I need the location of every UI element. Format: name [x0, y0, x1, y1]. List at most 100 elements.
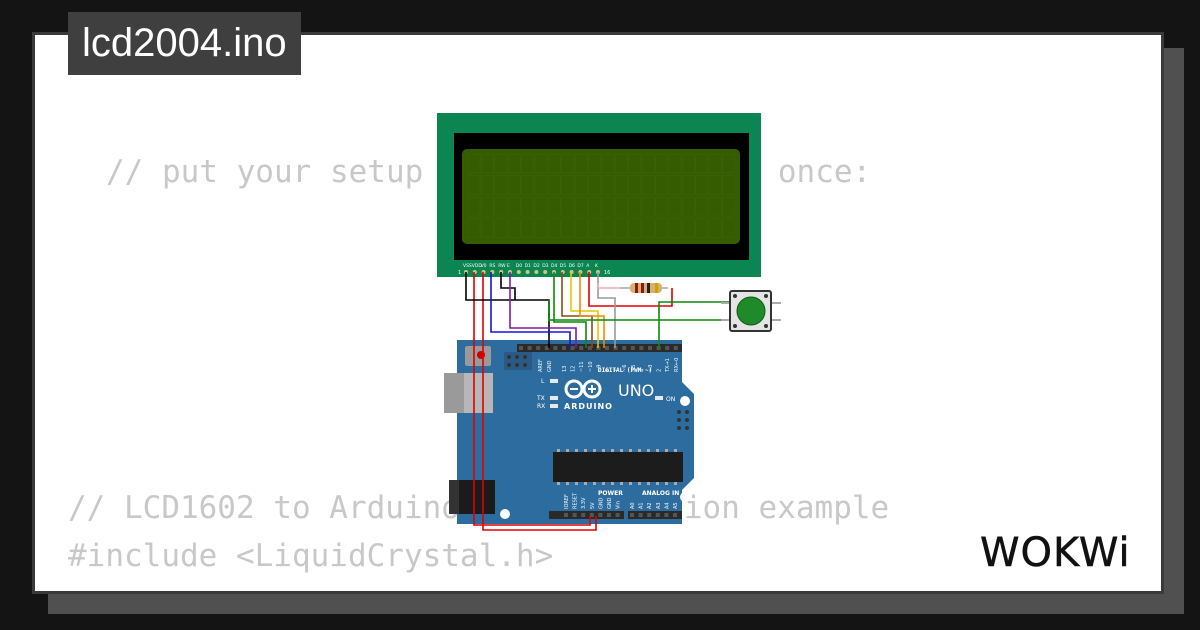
wokwi-logo-text: WOKWi	[980, 530, 1131, 572]
chip-pin	[611, 482, 614, 485]
analog-pin-label: A4	[664, 502, 670, 509]
lcd-pin-label: D7	[577, 263, 583, 269]
lcd-char-cell	[467, 218, 481, 238]
wire-rw	[500, 272, 516, 300]
chip-pin	[566, 449, 569, 452]
lcd-char-cell	[561, 175, 575, 195]
lcd-char-cell	[695, 196, 709, 217]
lcd-pin-label: V0	[481, 263, 487, 269]
chip-pin	[665, 482, 668, 485]
lcd-char-cell	[574, 218, 588, 238]
lcd-char-cell	[695, 175, 709, 195]
wire-d4	[553, 272, 587, 348]
lcd-char-cell	[588, 218, 601, 238]
lcd-char-cell	[548, 153, 561, 174]
lcd-char-cell	[668, 196, 682, 217]
digital-pin-label: ~10	[588, 361, 594, 372]
lcd-char-cell	[628, 196, 642, 217]
lcd-char-cell	[655, 153, 668, 174]
digital-pin-hole	[639, 346, 644, 350]
lcd-char-cell	[574, 175, 588, 195]
power-pin-label: IOREF	[564, 494, 570, 509]
lcd-char-cell	[722, 153, 735, 174]
mount-hole	[500, 509, 510, 519]
power-pin-label: RESET	[573, 492, 579, 509]
icsp2-header	[677, 410, 689, 430]
lcd-char-cell	[574, 196, 588, 217]
lcd-char-cell	[615, 175, 628, 195]
digital-pin-label: 2	[657, 369, 663, 372]
resistor[interactable]	[620, 283, 668, 293]
lcd-pin-label: VSS	[463, 263, 472, 269]
project-title: lcd2004.ino	[68, 12, 301, 75]
pushbutton[interactable]	[721, 290, 781, 332]
digital-pin-hole	[648, 346, 652, 350]
tx-label: TX	[536, 395, 545, 402]
lcd-pin-label: A	[586, 263, 590, 269]
chip-pin	[665, 449, 668, 452]
wires	[465, 272, 731, 531]
digital-pin-hole	[630, 346, 635, 350]
lcd-char-cell	[601, 196, 615, 217]
chip-pin	[602, 449, 605, 452]
lcd-pin-label: D1	[525, 263, 531, 269]
lcd-char-cell	[467, 153, 481, 174]
lcd-char-cell	[708, 196, 722, 217]
chip-pin	[557, 449, 560, 452]
power-pin-hole	[589, 513, 594, 517]
on-label: ON	[666, 396, 675, 403]
chip-pin	[611, 449, 614, 452]
chip-pin	[629, 449, 632, 452]
lcd-char-cell	[507, 218, 521, 238]
power-pin-label: GND	[607, 497, 613, 509]
wire-d5	[561, 272, 593, 348]
chip-pin	[584, 449, 587, 452]
lcd-char-cell	[548, 196, 561, 217]
lcd-pin-last-label: 16	[604, 270, 610, 276]
mount-hole	[680, 396, 690, 406]
lcd-char-cell	[695, 153, 709, 174]
digital-pin-hole	[605, 346, 609, 350]
chip-pin	[620, 449, 623, 452]
arduino-logo-icon	[564, 379, 602, 399]
chip-pin	[575, 482, 578, 485]
lcd-char-cell	[668, 218, 682, 238]
chip-pin	[566, 482, 569, 485]
lcd-char-cell	[467, 196, 481, 217]
lcd-char-cell	[561, 196, 575, 217]
rx-label: RX	[537, 403, 545, 410]
lcd-char-cell	[655, 218, 668, 238]
lcd-char-cell	[641, 218, 655, 238]
code-include: #include <LiquidCrystal.h>	[68, 538, 554, 574]
analog-pin-hole	[655, 513, 660, 517]
lcd-pin-label: RW	[498, 263, 506, 269]
power-pin-hole	[615, 513, 620, 517]
digital-label: DIGITAL (PWM ~)	[598, 367, 652, 374]
lcd-char-cell	[615, 218, 628, 238]
lcd-char-cell	[708, 175, 722, 195]
lcd-char-cell	[722, 196, 735, 217]
digital-pin-hole	[665, 346, 670, 350]
lcd-char-cell	[628, 175, 642, 195]
arduino-uno[interactable]: UNO ARDUINO DIGITAL (PWM ~) POWER ANALOG…	[444, 340, 694, 524]
wire-vss	[465, 272, 550, 348]
lcd-pin-label: VDD	[472, 263, 483, 269]
lcd-char-cell	[548, 175, 561, 195]
analog-pin-hole	[664, 513, 669, 517]
digital-pin-hole	[544, 346, 549, 350]
lcd-char-cell	[507, 196, 521, 217]
chip-pin	[593, 449, 596, 452]
digital-pin-label: RX←0	[674, 358, 680, 372]
analog-pin-hole	[647, 513, 652, 517]
analog-in-label: ANALOG IN	[642, 490, 679, 497]
tx-led	[550, 396, 558, 400]
lcd-char-cell	[494, 196, 508, 217]
analog-pin-label: A5	[673, 502, 679, 509]
lcd-pin-label: D2	[533, 263, 539, 269]
digital-pin-hole	[579, 346, 584, 350]
lcd-char-cell	[548, 218, 561, 238]
analog-pin-label: A2	[647, 502, 653, 509]
lcd-char-cell	[722, 218, 735, 238]
